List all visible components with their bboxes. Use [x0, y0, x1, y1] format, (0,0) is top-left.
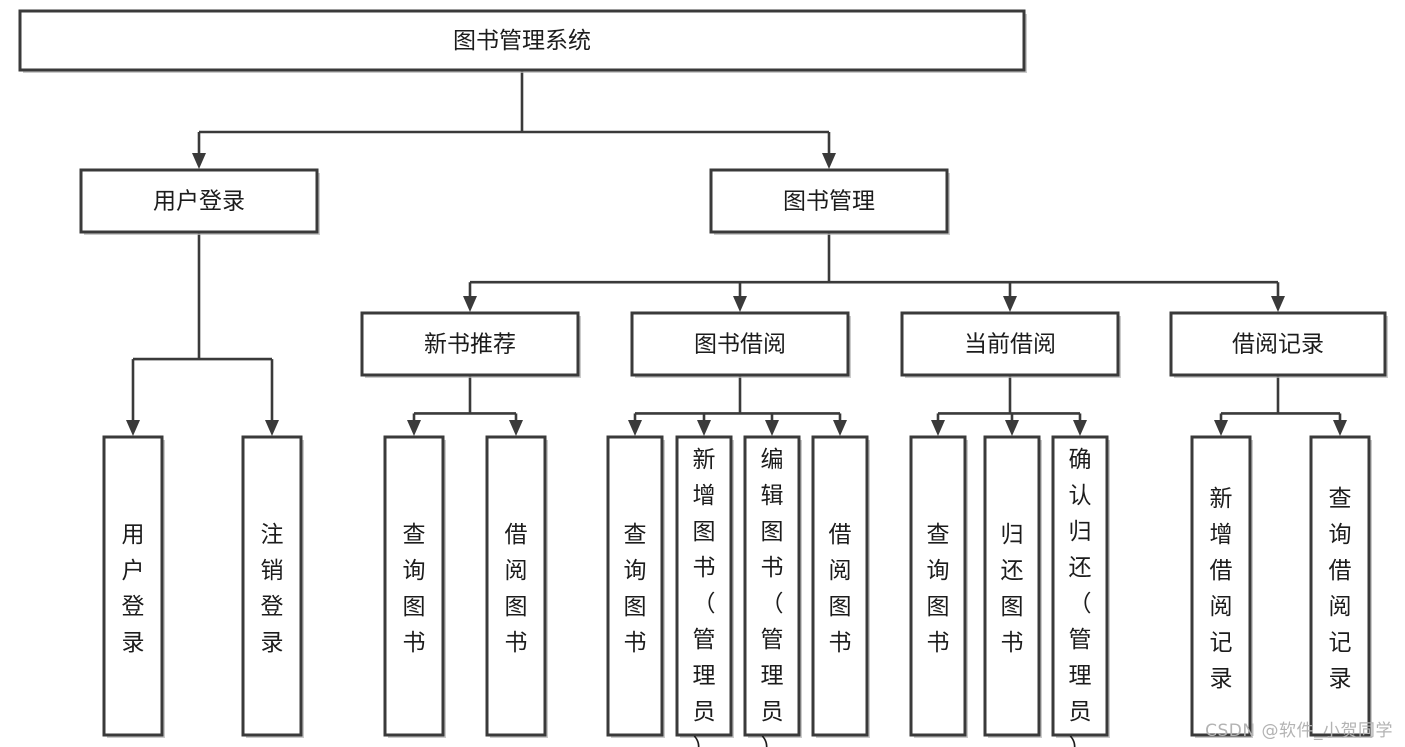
node-label: 图书借阅 — [694, 332, 786, 358]
node-label: 查询图书 — [624, 522, 647, 656]
node-leaf-logout-login[interactable]: 注销登录 — [241, 435, 304, 738]
node-borrow-record[interactable]: 借阅记录 — [1169, 311, 1388, 378]
node-rect[interactable] — [811, 435, 869, 737]
node-current-borrow[interactable]: 当前借阅 — [900, 311, 1121, 378]
node-rect[interactable] — [1169, 311, 1387, 377]
arrow-head-icon — [931, 420, 945, 436]
node-leaf-edit-book-admin[interactable]: 编辑图书（管理员） — [743, 435, 802, 747]
node-rect[interactable] — [606, 435, 664, 737]
node-leaf-return-book[interactable]: 归还图书 — [983, 435, 1042, 738]
arrow-head-icon — [509, 420, 523, 436]
node-leaf-add-borrow-record[interactable]: 新增借阅记录 — [1190, 435, 1253, 738]
node-leaf-borrow-book[interactable]: 借阅图书 — [811, 435, 870, 738]
node-leaf-add-book-admin[interactable]: 新增图书（管理员） — [675, 435, 734, 747]
node-label: 新增借阅记录 — [1210, 486, 1233, 692]
node-rect[interactable] — [1051, 435, 1109, 737]
node-label: 归还图书 — [1001, 522, 1024, 656]
node-rect[interactable] — [675, 435, 733, 737]
arrow-head-icon — [1271, 296, 1285, 312]
node-label: 新书推荐 — [424, 332, 516, 358]
node-rect[interactable] — [1309, 435, 1371, 737]
node-label: 编辑图书（管理员） — [761, 447, 784, 747]
node-label: 图书管理系统 — [453, 28, 591, 54]
node-layer: 图书管理系统用户登录图书管理新书推荐图书借阅当前借阅借阅记录用户登录注销登录查询… — [18, 9, 1388, 747]
node-rect[interactable] — [909, 435, 967, 737]
edge-group-current-borrow — [931, 375, 1087, 436]
arrow-head-icon — [733, 296, 747, 312]
node-label: 当前借阅 — [964, 332, 1056, 358]
node-rect[interactable] — [383, 435, 445, 737]
node-rect[interactable] — [743, 435, 801, 737]
node-label: 注销登录 — [261, 522, 284, 656]
node-label: 查询图书 — [927, 522, 950, 656]
node-book-management[interactable]: 图书管理 — [709, 168, 950, 235]
node-book-borrow[interactable]: 图书借阅 — [630, 311, 851, 378]
node-rect[interactable] — [241, 435, 303, 737]
arrow-head-icon — [265, 420, 279, 436]
arrow-head-icon — [407, 420, 421, 436]
arrow-head-icon — [126, 420, 140, 436]
edge-group-borrow-record — [1214, 375, 1347, 436]
node-leaf-borrow-book-recommend[interactable]: 借阅图书 — [485, 435, 548, 738]
node-root[interactable]: 图书管理系统 — [18, 9, 1027, 73]
arrow-head-icon — [1003, 296, 1017, 312]
node-label: 查询借阅记录 — [1329, 486, 1352, 692]
node-label: 图书管理 — [783, 189, 875, 215]
arrow-head-icon — [822, 153, 836, 169]
node-label: 借阅图书 — [829, 522, 852, 656]
node-label: 借阅图书 — [505, 522, 528, 656]
node-leaf-query-borrow-record[interactable]: 查询借阅记录 — [1309, 435, 1372, 738]
node-label: 查询图书 — [403, 522, 426, 656]
arrow-head-icon — [1073, 420, 1087, 436]
node-rect[interactable] — [983, 435, 1041, 737]
edge-group-new-book-recommend — [407, 375, 523, 436]
node-user-login[interactable]: 用户登录 — [79, 168, 320, 235]
node-label: 用户登录 — [122, 522, 145, 656]
node-rect[interactable] — [79, 168, 319, 234]
arrow-head-icon — [463, 296, 477, 312]
node-leaf-query-book-borrow[interactable]: 查询图书 — [606, 435, 665, 738]
edge-group-book-borrow — [628, 375, 847, 436]
node-rect[interactable] — [485, 435, 547, 737]
arrow-head-icon — [765, 420, 779, 436]
connector-layer — [126, 70, 1347, 436]
node-leaf-user-login[interactable]: 用户登录 — [102, 435, 165, 738]
node-leaf-query-book-current[interactable]: 查询图书 — [909, 435, 968, 738]
node-new-book-recommend[interactable]: 新书推荐 — [360, 311, 581, 378]
node-label: 用户登录 — [153, 189, 245, 215]
node-rect[interactable] — [630, 311, 850, 377]
arrow-head-icon — [628, 420, 642, 436]
node-rect[interactable] — [360, 311, 580, 377]
node-label: 确认归还（管理员） — [1069, 447, 1092, 747]
arrow-head-icon — [833, 420, 847, 436]
node-rect[interactable] — [18, 9, 1026, 72]
node-rect[interactable] — [1190, 435, 1252, 737]
node-label: 新增图书（管理员） — [693, 447, 716, 747]
node-label: 借阅记录 — [1232, 332, 1324, 358]
arrow-head-icon — [1214, 420, 1228, 436]
edge-group-book-management — [463, 232, 1285, 312]
arrow-head-icon — [697, 420, 711, 436]
arrow-head-icon — [192, 153, 206, 169]
node-rect[interactable] — [102, 435, 164, 737]
node-leaf-query-book-recommend[interactable]: 查询图书 — [383, 435, 446, 738]
edge-group-root — [192, 70, 836, 169]
edge-group-user-login — [126, 232, 279, 436]
arrow-head-icon — [1333, 420, 1347, 436]
arrow-head-icon — [1005, 420, 1019, 436]
node-rect[interactable] — [900, 311, 1120, 377]
node-rect[interactable] — [709, 168, 949, 234]
node-leaf-confirm-return-admin[interactable]: 确认归还（管理员） — [1051, 435, 1110, 747]
